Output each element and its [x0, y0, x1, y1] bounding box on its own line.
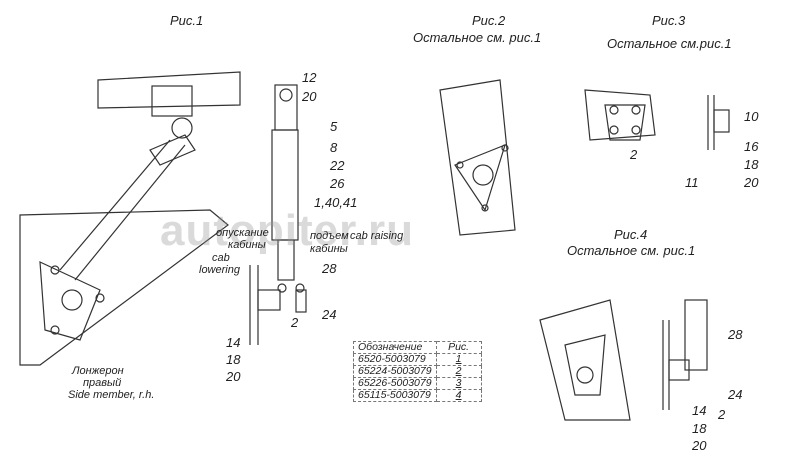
cab-panel: [19, 209, 229, 366]
callout-26: 26: [330, 176, 345, 191]
cell-fig: 3: [435, 377, 482, 390]
callout-12: 12: [302, 70, 317, 85]
fig3-title: Рис.3: [652, 13, 686, 28]
fig1-title: Рис.1: [170, 13, 204, 28]
fig4-callout-14: 14: [692, 403, 707, 418]
label-side-member-ru2: правый: [83, 377, 122, 389]
hose-fitting: [295, 283, 305, 293]
fig3-note: Остальное см.рис.1: [607, 36, 732, 51]
bolt: [501, 144, 509, 152]
cell-fig: 4: [435, 389, 482, 402]
label-lowering-en2: lowering: [199, 264, 240, 276]
cylinder-base: [277, 239, 295, 281]
bolt: [50, 325, 60, 335]
fig3-callout-20: 20: [744, 175, 759, 190]
fig3-callout-2: 2: [630, 147, 638, 162]
bolt: [95, 293, 105, 303]
lower-bracket: [39, 261, 101, 341]
callout-18: 18: [226, 352, 241, 367]
fig4-callout-18: 18: [692, 421, 707, 436]
fig3-callout-16: 16: [744, 139, 759, 154]
cylinder-eye: [279, 88, 293, 102]
callout-2: 2: [291, 315, 299, 330]
callout-20: 20: [302, 89, 317, 104]
frame-beam: [97, 71, 241, 109]
fig3-callout-18: 18: [744, 157, 759, 172]
fig4-cylinder-base: [684, 299, 708, 371]
fig3-mount-block: [713, 109, 730, 133]
bolt: [50, 265, 60, 275]
label-raising-ru2: кабины: [310, 243, 348, 255]
cell-fig: 2: [435, 365, 482, 378]
fig3-callout-11: 11: [685, 175, 699, 190]
fig2-panel: [439, 79, 516, 236]
fig2-note: Остальное см. рис.1: [413, 30, 542, 45]
mount-block: [257, 289, 281, 311]
fig4-callout-24: 24: [728, 387, 743, 402]
callout-5: 5: [330, 119, 338, 134]
fig2-pivot: [472, 164, 494, 186]
fig3-plate: [584, 89, 656, 141]
fig4-mount-block: [668, 359, 690, 381]
label-side-member-en: Side member, r.h.: [68, 389, 155, 401]
callout-14: 14: [226, 335, 241, 350]
cell-designation: 65224-5003079: [353, 365, 437, 378]
fig4-callout-28: 28: [728, 327, 743, 342]
cell-designation: 65226-5003079: [353, 377, 437, 390]
cylinder-top: [274, 84, 298, 131]
mount-plate: [249, 265, 259, 345]
hose-fitting: [277, 283, 287, 293]
watermark: autopiter.ru: [160, 206, 415, 255]
bolt: [609, 105, 619, 115]
bolt: [609, 125, 619, 135]
callout-22: 22: [330, 158, 345, 173]
cell-designation: 6520-5003079: [353, 353, 437, 366]
label-lowering-ru: опускание: [216, 227, 269, 239]
cylinder-head: [149, 134, 196, 166]
bolt: [631, 125, 641, 135]
fig3-callout-10: 10: [744, 109, 759, 124]
fig4-bracket: [564, 334, 606, 396]
fig2-bracket: [454, 143, 506, 212]
callout-1-40-41: 1,40,41: [314, 195, 358, 210]
fig4-pivot: [576, 366, 594, 384]
bolt: [456, 161, 464, 169]
mount-clamp: [295, 289, 307, 313]
fig4-title: Рис.4: [614, 227, 648, 242]
callout-24: 24: [322, 307, 337, 322]
fig4-callout-2: 2: [718, 407, 726, 422]
lower-pivot: [61, 289, 83, 311]
label-raising-ru: подъем: [310, 230, 349, 242]
cell-designation: 65115-5003079: [353, 389, 437, 402]
label-raising-en: cab raising: [350, 230, 404, 242]
fig4-mount: [662, 320, 670, 410]
label-lowering-en: cab: [212, 252, 230, 264]
bolt: [631, 105, 641, 115]
label-lowering-ru2: кабины: [228, 239, 266, 251]
bolt: [481, 204, 489, 212]
callout-20b: 20: [226, 369, 241, 384]
callout-8: 8: [330, 140, 338, 155]
header-fig: Рис.: [435, 341, 482, 354]
label-side-member-ru: Лонжерон: [72, 365, 124, 377]
fig4-panel: [539, 299, 631, 421]
callout-28: 28: [322, 261, 337, 276]
fig4-callout-20: 20: [692, 438, 707, 453]
header-designation: Обозначение: [353, 341, 437, 354]
cell-fig: 1: [435, 353, 482, 366]
fig3-bracket: [604, 104, 646, 141]
upper-bracket: [151, 85, 193, 117]
fig4-note: Остальное см. рис.1: [567, 243, 696, 258]
fig2-title: Рис.2: [472, 13, 506, 28]
upper-pivot: [171, 117, 193, 139]
fig3-mount: [707, 95, 715, 150]
